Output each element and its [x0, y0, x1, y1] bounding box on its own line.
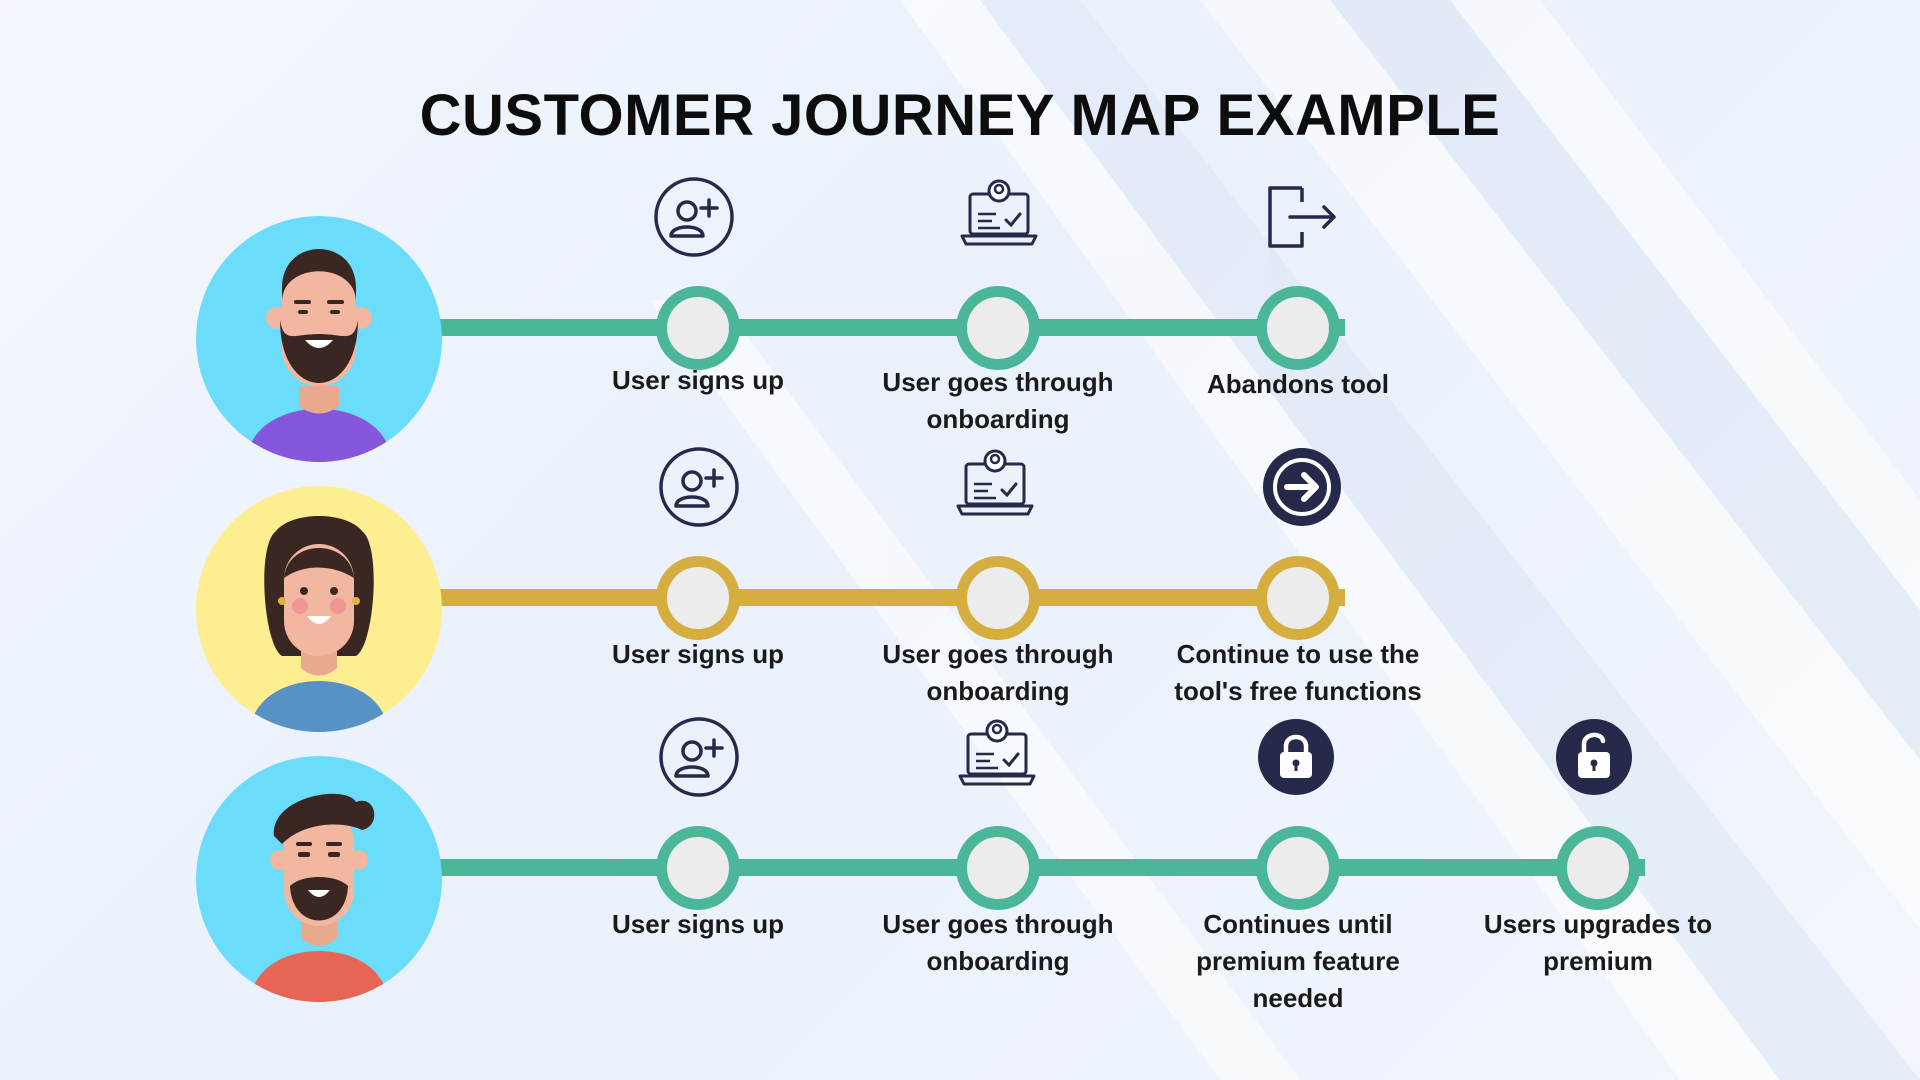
journey-node — [656, 286, 740, 370]
step-label: User signs up — [612, 365, 784, 395]
step-label: User signs up — [612, 639, 784, 669]
journey-node — [1256, 556, 1340, 640]
journey-node — [956, 556, 1040, 640]
laptop-onboarding-icon — [954, 714, 1040, 800]
add-user-icon — [656, 444, 742, 530]
journey-node — [656, 556, 740, 640]
journey-node — [656, 826, 740, 910]
step-label: User signs up — [612, 909, 784, 939]
locked-padlock-icon — [1253, 714, 1339, 800]
journey-node — [956, 826, 1040, 910]
step-label: Abandons tool — [1207, 369, 1389, 399]
journey-node — [1256, 286, 1340, 370]
add-user-icon — [656, 714, 742, 800]
add-user-icon — [651, 174, 737, 260]
laptop-onboarding-icon — [956, 174, 1042, 260]
logout-icon — [1256, 174, 1342, 260]
unlocked-padlock-icon — [1551, 714, 1637, 800]
journey-line — [420, 589, 1345, 606]
journey-node — [1556, 826, 1640, 910]
woman-avatar — [196, 486, 442, 732]
journey-node — [956, 286, 1040, 370]
bearded-man-avatar — [196, 216, 442, 462]
arrow-right-circle-icon — [1259, 444, 1345, 530]
page-title: CUSTOMER JOURNEY MAP EXAMPLE — [419, 83, 1501, 148]
journey-line — [420, 319, 1345, 336]
laptop-onboarding-icon — [952, 444, 1038, 530]
mustache-man-avatar — [196, 756, 442, 1002]
journey-node — [1256, 826, 1340, 910]
